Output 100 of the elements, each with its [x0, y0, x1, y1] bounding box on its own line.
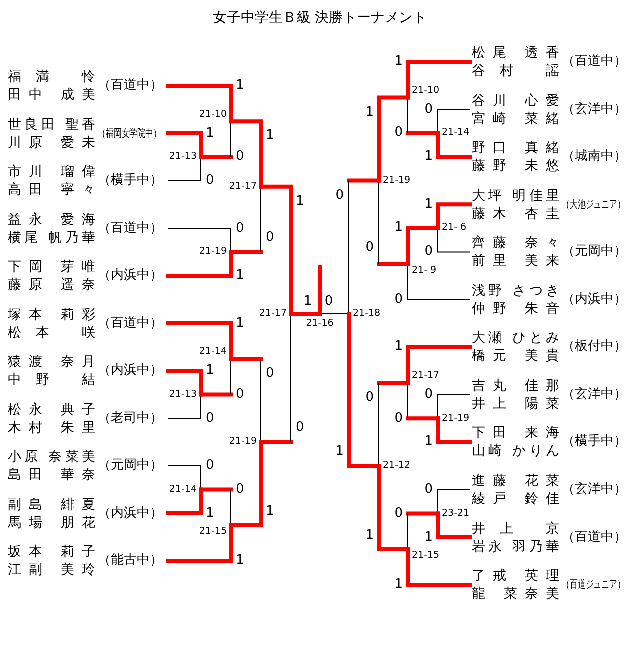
match-score: 21-19: [383, 174, 411, 187]
player-name: 橋元 美貴: [472, 347, 560, 366]
player-name: 龍 菜奈美: [472, 585, 560, 603]
player-name: 松永 典子: [8, 400, 96, 418]
school-name: （能古中）: [98, 552, 163, 570]
player-name: 齊藤 奈々: [472, 234, 560, 252]
player-name: 仲野 朱音: [472, 300, 560, 318]
match-score: 23-21: [442, 508, 470, 520]
bracket-line: [438, 489, 470, 514]
match-score: 21-12: [383, 460, 411, 472]
bracket-line: [347, 312, 381, 468]
player-name: 猿渡 奈月: [8, 353, 96, 371]
match-score: 21- 6: [442, 222, 467, 234]
player-name: 藤野 未悠: [472, 157, 560, 176]
bracket-line: [406, 382, 440, 421]
player-name: 進藤 花菜: [472, 472, 560, 490]
match-score: 21-14: [199, 346, 227, 358]
school-name: （福岡女学院中）: [98, 126, 162, 142]
school-name: （百道中）: [98, 77, 163, 95]
player-name: 塚本 莉彩: [8, 306, 96, 324]
match-score: 21-14: [442, 127, 470, 140]
player-name: 山崎 かりん: [472, 442, 560, 460]
bracket-line: [318, 265, 322, 316]
player-name: 野口 真緒: [472, 139, 560, 158]
school-name: （内浜中）: [98, 362, 163, 380]
player-name: 綾戸 鈴佳: [472, 490, 560, 508]
match-score: 21-15: [412, 550, 440, 562]
bracket-line: [229, 357, 263, 443]
player-name: 松尾 透香: [472, 44, 560, 62]
school-name: （百道中）: [98, 220, 163, 238]
player-name: 馬場 朋花: [8, 514, 96, 532]
player-name: 市川 瑠偉: [8, 163, 96, 181]
player-name: 吉丸 佳那: [472, 376, 560, 395]
bracket-line: [406, 97, 440, 136]
match-score: 21-19: [229, 436, 257, 448]
bracket-line: [168, 466, 202, 490]
player-name: 岩永 羽乃華: [472, 538, 560, 556]
player-name: 小原 奈菜美: [8, 448, 96, 466]
bracket-line: [438, 228, 470, 253]
player-name: 松本 咲: [8, 324, 96, 342]
player-name: 田中 成美: [8, 86, 96, 104]
edge-label: 0: [235, 222, 246, 236]
school-name: （玄洋中）: [562, 100, 627, 118]
player-name: 横尾 帆乃華: [8, 228, 96, 246]
match-score: 21-17: [259, 308, 287, 320]
player-name: 谷村 謡: [472, 62, 560, 80]
match-score: 21-16: [306, 318, 334, 330]
player-name: 川原 愛未: [8, 134, 96, 152]
player-name: 浅野 さつき: [472, 282, 560, 300]
match-score: 21- 9: [412, 265, 437, 277]
school-name: （板付中）: [562, 338, 627, 356]
bracket-line: [377, 180, 410, 266]
match-score: 21-10: [199, 108, 227, 121]
player-name: 下田 来海: [472, 424, 560, 442]
player-name: 下岡 芽唯: [8, 258, 96, 276]
school-name: （玄洋中）: [562, 480, 627, 499]
player-name: 了戒 英理: [472, 567, 560, 585]
player-name: 島田 華奈: [8, 466, 96, 484]
bracket-line: [199, 358, 233, 397]
school-name: （内浜中）: [98, 504, 163, 522]
player-name: 谷川 心愛: [472, 92, 560, 110]
school-name: （百道中）: [98, 314, 163, 332]
player-name: 宮崎 菜緒: [472, 110, 560, 128]
school-name: （城南中）: [562, 148, 627, 166]
match-score: 21-17: [229, 180, 257, 193]
title: 女子中学生Ｂ級 決勝トーナメント: [212, 9, 428, 27]
bracket-line: [377, 381, 410, 467]
school-name: （玄洋中）: [562, 386, 627, 404]
match-score: 21-15: [199, 526, 227, 538]
bracket-line: [199, 121, 233, 160]
match-score: 21-13: [169, 151, 197, 164]
bracket-line: [259, 314, 293, 444]
school-name: （百道中）: [562, 528, 627, 546]
match-score: 21-10: [412, 84, 440, 97]
match-score: 21-18: [353, 308, 381, 320]
player-name: 井上 陽菜: [472, 394, 560, 413]
player-name: 福満 怜: [8, 68, 96, 86]
player-name: 益永 愛海: [8, 210, 96, 228]
school-name: （横手中）: [98, 172, 163, 190]
player-name: 前里 美来: [472, 252, 560, 270]
school-name: （元岡中）: [562, 243, 627, 262]
player-name: 大坪 明佳里: [472, 186, 560, 205]
school-name: （内浜中）: [98, 267, 163, 285]
school-name: （百道ジュニア）: [562, 577, 626, 593]
bracket-line: [229, 186, 263, 254]
player-name: 高田 寧々: [8, 181, 96, 199]
match-score: 21-19: [442, 412, 470, 425]
player-name: 藤木 杏圭: [472, 204, 560, 223]
bracket-line: [168, 228, 232, 253]
player-name: 坂本 莉子: [8, 543, 96, 561]
bracket-line: [438, 394, 470, 420]
bracket-line: [168, 394, 202, 419]
bracket-line: [347, 178, 381, 314]
bracket-line: [199, 488, 233, 526]
edge-label: 0: [205, 412, 216, 426]
player-name: 井上 京: [472, 520, 560, 538]
player-name: 藤原 遥奈: [8, 276, 96, 294]
bracket-line: [406, 512, 440, 550]
match-score: 21-14: [169, 484, 197, 496]
school-name: （横手中）: [562, 433, 627, 452]
